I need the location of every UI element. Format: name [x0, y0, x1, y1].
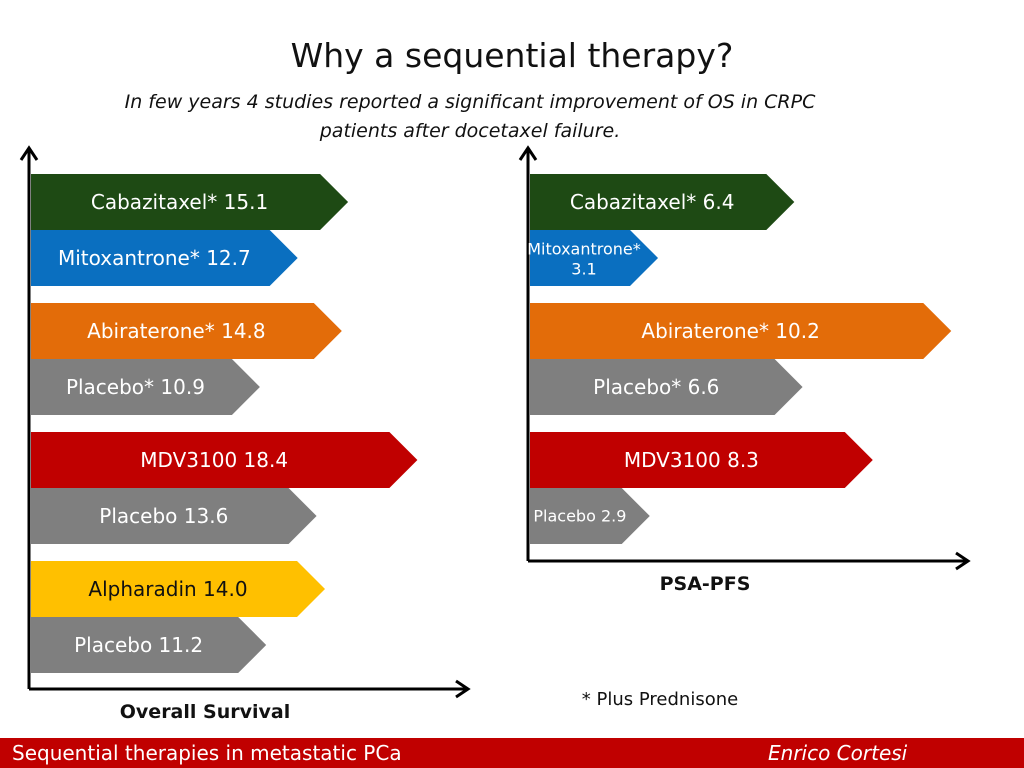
footer-left-text: Sequential therapies in metastatic PCa: [12, 741, 402, 765]
bar-0-4: [31, 432, 418, 488]
bar-0-3: [31, 359, 260, 415]
bar-0-1: [31, 230, 298, 286]
bar-label-0-6: Alpharadin 14.0: [88, 577, 247, 601]
bar-label-1-5: Placebo 2.9: [533, 507, 626, 526]
bar-0-5: [31, 488, 317, 544]
bar-label-0-4: MDV3100 18.4: [140, 448, 288, 472]
x-axis-arrowhead-1: [955, 551, 971, 571]
bar-0-6: [31, 561, 325, 617]
y-axis-arrowhead-0: [19, 145, 39, 161]
bar-label-1-1: Mitoxantrone*3.1: [527, 239, 641, 278]
footer-author: Enrico Cortesi: [768, 741, 908, 765]
bar-1-1: [530, 230, 659, 286]
bar-label-0-7: Placebo 11.2: [74, 633, 203, 657]
bar-label-0-3: Placebo* 10.9: [66, 375, 205, 399]
bar-0-2: [31, 303, 342, 359]
footer-bar: Sequential therapies in metastatic PCa E…: [0, 738, 1024, 768]
x-axis-label-1: PSA-PFS: [660, 573, 751, 595]
page-title: Why a sequential therapy?: [290, 36, 734, 75]
bar-1-5: [530, 488, 650, 544]
bar-label-0-1: Mitoxantrone* 12.7: [58, 246, 251, 270]
bar-1-2: [530, 303, 952, 359]
bar-1-3: [530, 359, 803, 415]
bar-0-0: [31, 174, 349, 230]
bar-label-0-0: Cabazitaxel* 15.1: [91, 190, 268, 214]
bar-label-0-5: Placebo 13.6: [99, 504, 228, 528]
x-axis-arrowhead-0: [455, 679, 471, 699]
bar-0-7: [31, 617, 267, 673]
bar-label-1-3: Placebo* 6.6: [593, 375, 719, 399]
x-axis-label-0: Overall Survival: [120, 701, 290, 723]
y-axis-arrowhead-1: [518, 145, 538, 161]
bar-label-1-0: Cabazitaxel* 6.4: [570, 190, 735, 214]
footnote: * Plus Prednisone: [581, 689, 739, 710]
bar-label-1-4: MDV3100 8.3: [624, 448, 759, 472]
bar-1-0: [530, 174, 795, 230]
page-subtitle: In few years 4 studies reported a signif…: [124, 91, 816, 142]
bar-label-1-2: Abiraterone* 10.2: [641, 319, 819, 343]
bar-label-0-2: Abiraterone* 14.8: [87, 319, 265, 343]
bar-1-4: [530, 432, 873, 488]
